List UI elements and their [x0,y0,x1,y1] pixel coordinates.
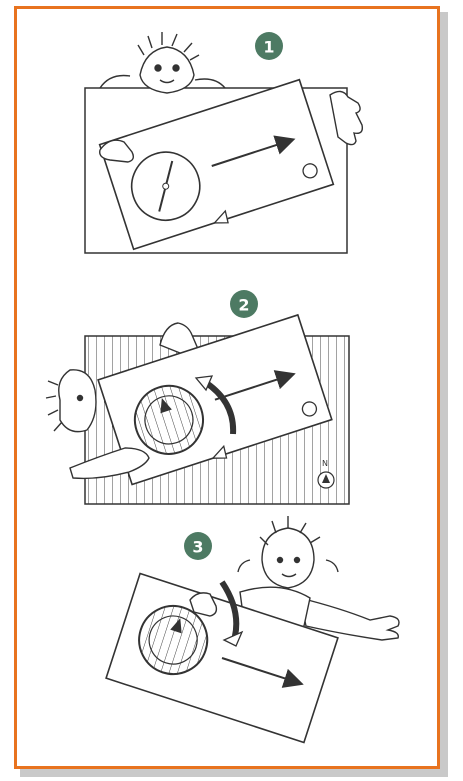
person-head-1 [100,32,225,93]
step-3-illustration: 3 [106,516,399,742]
step-number-1: 1 [263,38,274,57]
step-number-2: 2 [238,296,249,315]
step-1-illustration: 1 [85,32,362,253]
north-label: N [322,459,328,468]
step-2-illustration: N 2 [46,290,349,504]
step-number-3: 3 [192,538,203,557]
person-head-2 [46,370,96,432]
